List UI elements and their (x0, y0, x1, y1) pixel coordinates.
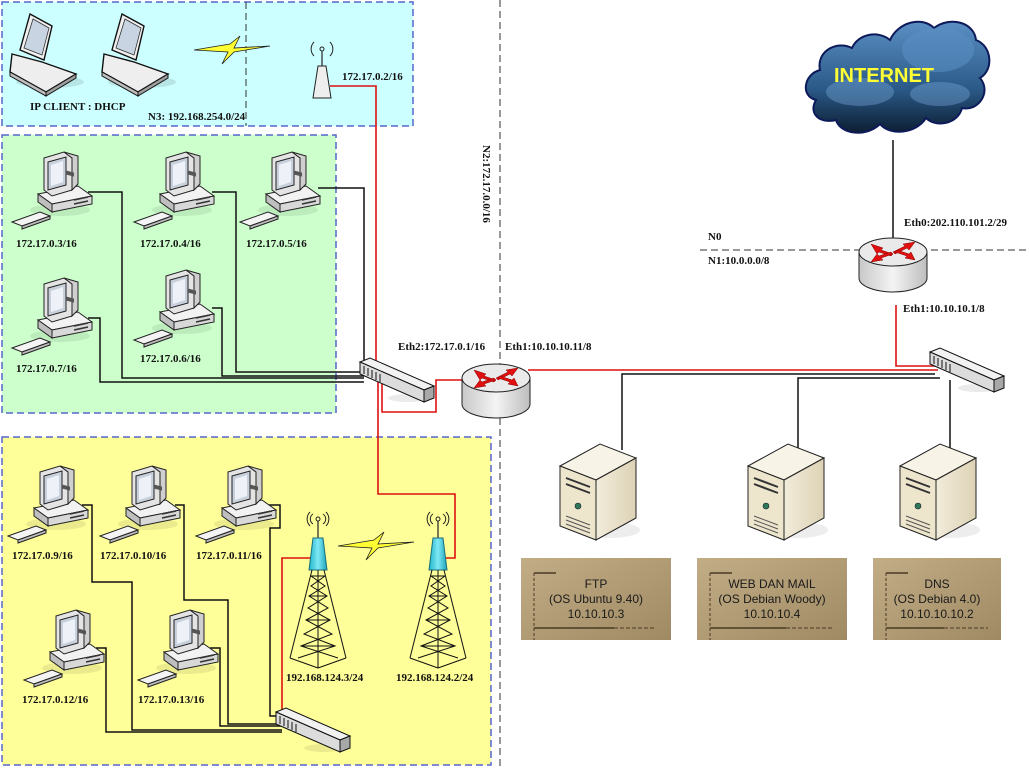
server-info-dns: DNS (OS Debian 4.0) 10.10.10.10.2 (873, 558, 1001, 640)
gateway-eth1-label: Eth1:10.10.10.1/8 (903, 303, 985, 315)
gateway-router-icon (858, 237, 928, 293)
server-os: (OS Debian 4.0) (894, 592, 981, 606)
wifi-client-label: IP CLIENT : DHCP (30, 101, 126, 113)
server-icon (747, 443, 829, 541)
red-cables (281, 85, 938, 716)
host-ip-label: 172.17.0.11/16 (196, 550, 262, 562)
network-n0-label: N0 (708, 231, 722, 243)
host-ip-label: 172.17.0.3/16 (16, 238, 77, 250)
server-name: DNS (924, 577, 949, 591)
access-point-ip-label: 172.17.0.2/16 (342, 71, 403, 83)
tower-ip-label: 192.168.124.3/24 (286, 672, 364, 684)
server-name: WEB DAN MAIL (728, 577, 816, 591)
server-ip: 10.10.10.10.2 (900, 607, 974, 621)
server-ip: 10.10.10.3 (568, 607, 625, 621)
wifi-network-label: N3: 192.168.254.0/24 (148, 111, 246, 123)
server-os: (OS Ubuntu 9.40) (549, 592, 643, 606)
internet-label: INTERNET (834, 65, 934, 87)
network-n1-label: N1:10.0.0.0/8 (708, 255, 770, 267)
host-ip-label: 172.17.0.5/16 (246, 238, 307, 250)
server-ip: 10.10.10.4 (744, 607, 801, 621)
zone-wifi (1, 1, 414, 127)
host-ip-label: 172.17.0.6/16 (140, 353, 201, 365)
router-eth2-label: Eth2:172.17.0.1/16 (398, 341, 486, 353)
access-point-icon (310, 41, 334, 99)
internet-cloud-icon (805, 20, 991, 134)
tower-ip-label: 192.168.124.2/24 (396, 672, 474, 684)
router-icon (461, 363, 531, 419)
lan-a-cables (88, 187, 365, 383)
server-name: FTP (585, 577, 608, 591)
host-ip-label: 172.17.0.9/16 (12, 550, 73, 562)
dmz-cables (621, 140, 951, 458)
server-icon (559, 443, 641, 541)
host-ip-label: 172.17.0.10/16 (100, 550, 167, 562)
router-eth1-label: Eth1:10.10.10.11/8 (505, 341, 592, 353)
server-info-web-mail: WEB DAN MAIL (OS Debian Woody) 10.10.10.… (697, 558, 847, 640)
network-n2-label: N2:172.17.0.0/16 (480, 145, 492, 223)
lan-b-cables (82, 504, 282, 733)
gateway-eth0-label: Eth0:202.110.101.2/29 (904, 217, 1007, 229)
host-ip-label: 172.17.0.7/16 (16, 363, 77, 375)
host-ip-label: 172.17.0.12/16 (22, 694, 89, 706)
host-ip-label: 172.17.0.4/16 (140, 238, 201, 250)
server-os: (OS Debian Woody) (718, 592, 825, 606)
switch-icon (929, 347, 1005, 393)
switch-icon (359, 357, 435, 403)
server-icon (899, 443, 981, 541)
server-info-ftp: FTP (OS Ubuntu 9.40) 10.10.10.3 (521, 558, 671, 640)
host-ip-label: 172.17.0.13/16 (138, 694, 205, 706)
